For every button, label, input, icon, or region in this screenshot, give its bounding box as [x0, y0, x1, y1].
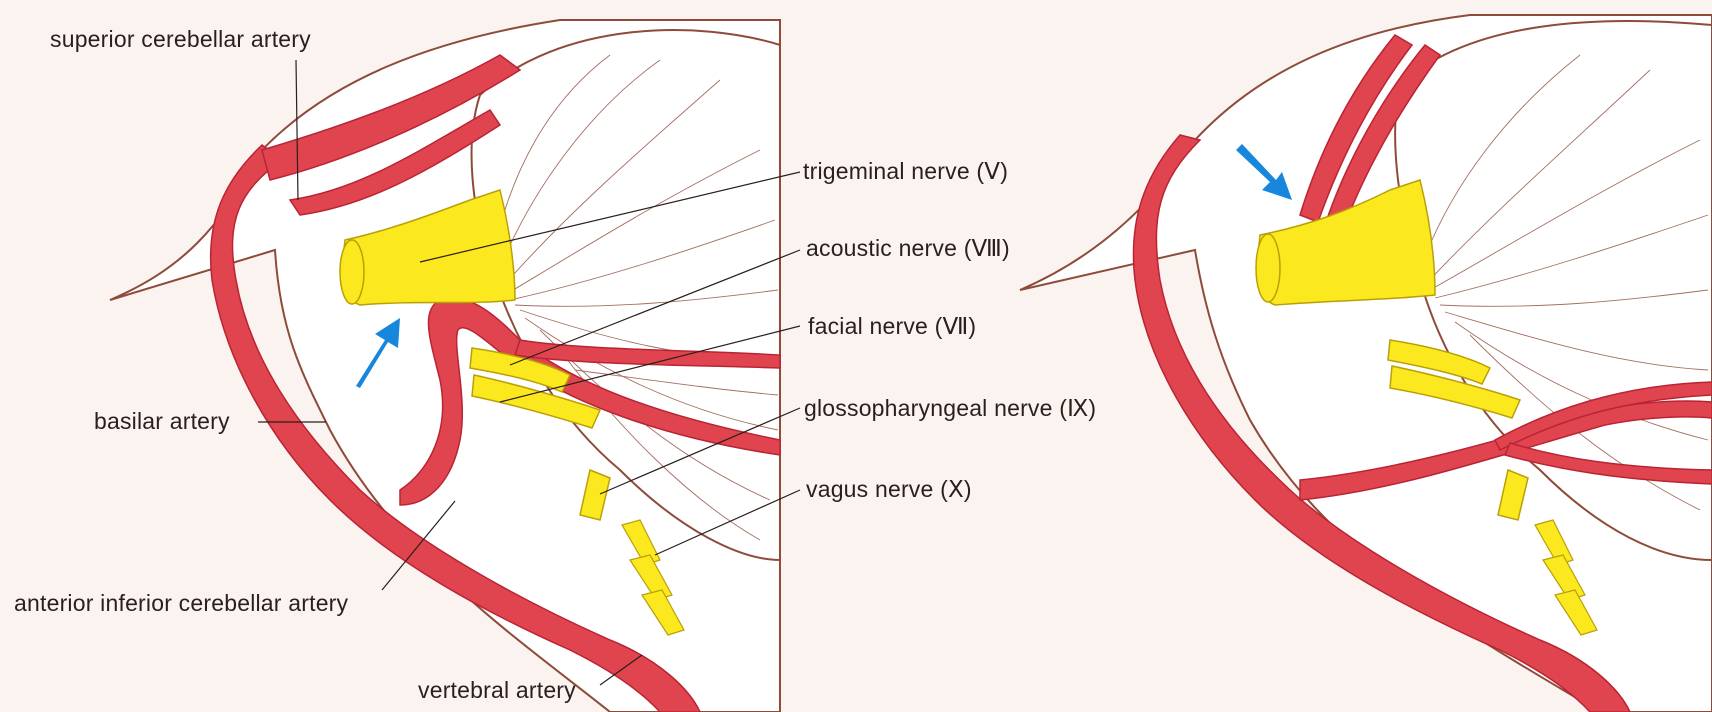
right-trigeminal-nerve-root: [1256, 234, 1280, 302]
label-basilar-artery: basilar artery: [94, 408, 230, 435]
label-vertebral-artery: vertebral artery: [418, 677, 576, 704]
label-glossopharyngeal-nerve: glossopharyngeal nerve (Ⅸ): [804, 395, 1096, 422]
right-panel: [1020, 15, 1712, 712]
label-anterior-inferior-cerebellar-artery: anterior inferior cerebellar artery: [14, 590, 348, 617]
label-vagus-nerve: vagus nerve (Ⅹ): [806, 476, 972, 503]
label-acoustic-nerve: acoustic nerve (Ⅷ): [806, 235, 1010, 262]
left-trigeminal-nerve-root: [340, 240, 364, 304]
label-facial-nerve: facial nerve (Ⅶ): [808, 313, 976, 340]
label-trigeminal-nerve: trigeminal nerve (Ⅴ): [803, 158, 1008, 185]
label-superior-cerebellar-artery: superior cerebellar artery: [50, 26, 311, 53]
